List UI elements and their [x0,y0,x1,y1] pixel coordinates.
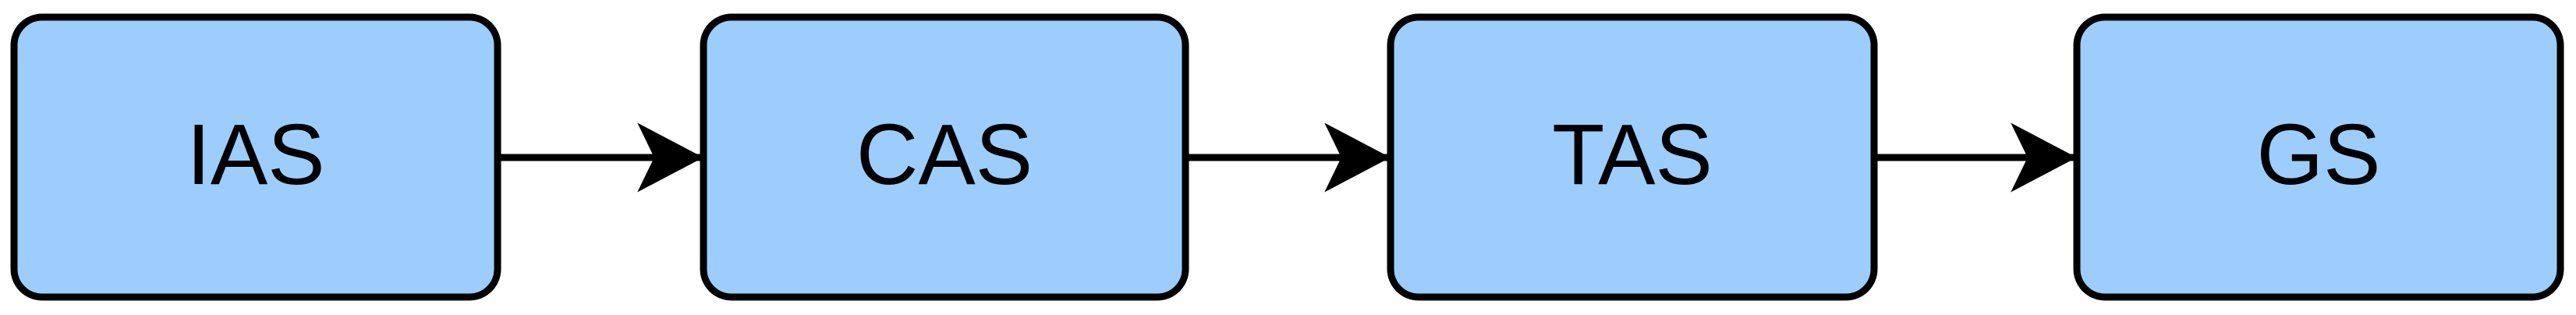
node-tas-box[interactable] [1387,13,1878,301]
node-gs[interactable]: GS [2073,13,2564,301]
node-tas-label: TAS [1552,107,1713,203]
node-cas-box[interactable] [700,13,1189,301]
node-ias-box[interactable] [10,13,501,301]
node-gs-label: GS [2257,107,2381,203]
node-gs-box[interactable] [2073,13,2564,301]
node-tas[interactable]: TAS [1387,13,1878,301]
node-cas[interactable]: CAS [700,13,1189,301]
node-cas-label: CAS [856,107,1033,203]
node-ias[interactable]: IAS [10,13,501,301]
node-ias-label: IAS [186,107,324,203]
